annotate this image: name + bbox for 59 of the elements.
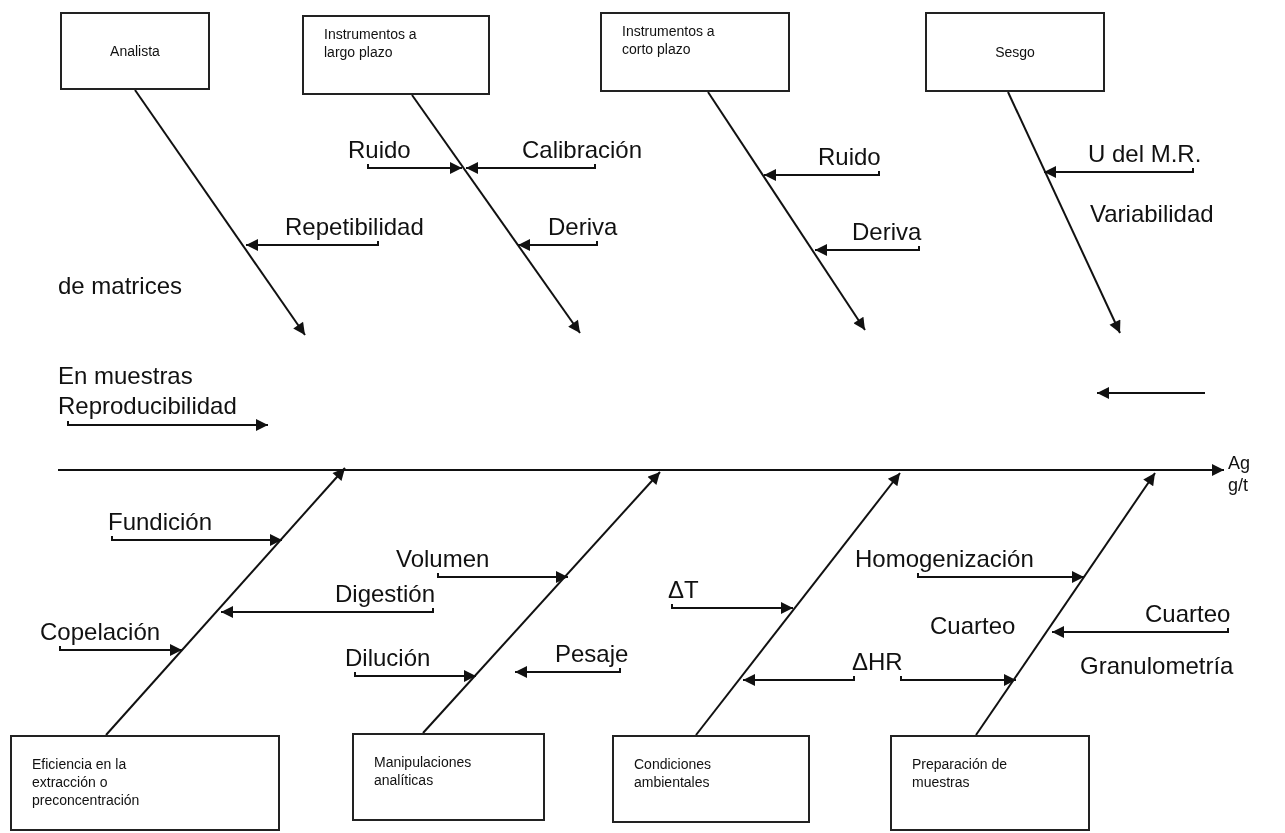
cause-text: Repetibilidad xyxy=(285,213,424,241)
category-box: Sesgo xyxy=(925,12,1105,92)
arrow xyxy=(367,162,463,174)
arrow xyxy=(742,674,855,686)
category-box: Manipulaciones analíticas xyxy=(352,733,545,821)
cause-text: Copelación xyxy=(40,618,161,646)
arrow xyxy=(111,534,283,546)
cause-text: Pesaje xyxy=(555,640,629,668)
cause-text: U del M.R. xyxy=(1088,140,1202,168)
arrow xyxy=(437,571,569,583)
cause-text: Ruido xyxy=(818,143,881,171)
arrow xyxy=(465,162,596,174)
arrow xyxy=(763,169,880,181)
arrow xyxy=(517,239,598,251)
bone-arrow xyxy=(1007,91,1121,334)
arrow xyxy=(1051,626,1229,638)
cause-text: ΔT xyxy=(668,576,699,604)
bone-arrow xyxy=(422,471,661,734)
arrow xyxy=(354,670,477,682)
bone-arrow xyxy=(695,472,901,736)
arrow xyxy=(67,419,269,431)
arrow xyxy=(59,644,183,656)
label-text: de matrices xyxy=(58,272,183,300)
arrow xyxy=(814,244,920,256)
cause-text: Calibración xyxy=(522,136,643,164)
arrow xyxy=(1043,166,1194,178)
arrow xyxy=(245,239,379,251)
label-text: Cuarteo xyxy=(930,612,1016,640)
bone-arrow xyxy=(707,91,866,331)
cause-text: Dilución xyxy=(345,644,431,672)
category-box: Condiciones ambientales xyxy=(612,735,810,823)
category-box: Eficiencia en la extracción o preconcentración xyxy=(10,735,280,831)
arrow xyxy=(900,674,1017,686)
category-box: Instrumentos a largo plazo xyxy=(302,15,490,95)
arrow xyxy=(514,666,621,678)
cause-text: En muestras Reproducibilidad xyxy=(58,361,258,421)
arrow xyxy=(220,606,434,618)
bone-arrow xyxy=(975,472,1156,736)
effect-text: Ag g/t xyxy=(1228,452,1268,496)
arrow xyxy=(671,602,794,614)
cause-text: Deriva xyxy=(852,218,922,246)
cause-text: Digestión xyxy=(335,580,436,608)
category-box: Preparación de muestras xyxy=(890,735,1090,831)
cause-text: ΔHR xyxy=(852,648,903,676)
category-box: Instrumentos a corto plazo xyxy=(600,12,790,92)
cause-text: Cuarteo xyxy=(1145,600,1231,628)
cause-text: Deriva xyxy=(548,213,618,241)
arrow xyxy=(917,571,1085,583)
spine-arrow xyxy=(57,464,1225,476)
cause-text: Fundición xyxy=(108,508,213,536)
cause-text: Ruido xyxy=(348,136,411,164)
label-text: Granulometría xyxy=(1080,652,1234,680)
cause-text: Volumen xyxy=(396,545,490,573)
cause-text: Homogenización xyxy=(855,545,1034,573)
bone-arrow xyxy=(134,89,306,336)
label-text: Variabilidad xyxy=(1090,200,1214,228)
bone-arrow xyxy=(411,94,581,334)
bone-arrow xyxy=(105,467,346,736)
category-box: Analista xyxy=(60,12,210,90)
